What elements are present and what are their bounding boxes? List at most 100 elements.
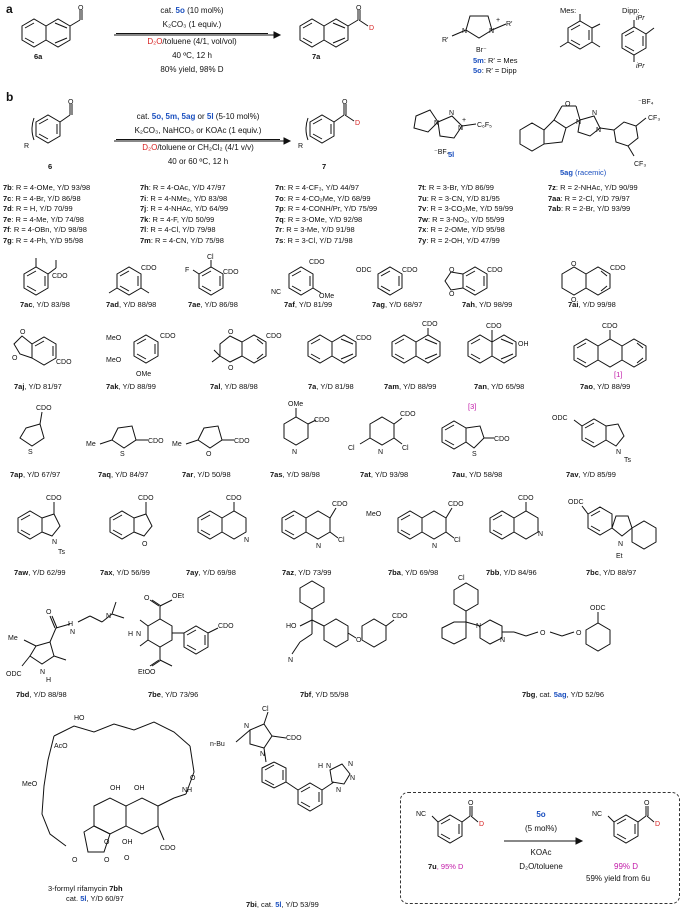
panel-a-label: a bbox=[6, 2, 13, 16]
mes-label: Mes: bbox=[560, 6, 577, 15]
svg-text:Cl: Cl bbox=[454, 537, 461, 544]
svg-text:R′: R′ bbox=[506, 21, 513, 28]
svg-text:CDO: CDO bbox=[494, 436, 510, 443]
svg-text:N: N bbox=[288, 657, 293, 664]
svg-text:iPr: iPr bbox=[636, 63, 645, 70]
r-list-item: 7r: R = 3-Me, Y/D 91/98 bbox=[275, 225, 355, 235]
svg-text:O: O bbox=[644, 800, 650, 807]
svg-text:Cl: Cl bbox=[338, 537, 345, 544]
svg-text:OMe: OMe bbox=[136, 371, 151, 378]
svg-text:OH: OH bbox=[134, 785, 145, 792]
svg-text:CDO: CDO bbox=[400, 411, 416, 418]
r-list-item: 7o: R = 4-CO₂Me, Y/D 68/99 bbox=[275, 193, 371, 203]
r-list-item: 7s: R = 3-Cl, Y/D 71/98 bbox=[275, 235, 353, 245]
r-list-item: 7q: R = 3-OMe, Y/D 92/98 bbox=[275, 214, 363, 224]
svg-text:O: O bbox=[576, 630, 582, 637]
svg-text:N: N bbox=[458, 125, 463, 132]
svg-text:O: O bbox=[228, 365, 234, 372]
svg-text:N: N bbox=[618, 541, 623, 548]
svg-text:N: N bbox=[336, 787, 341, 794]
bf4-text-5ag: ⁻BF₄ bbox=[638, 99, 654, 106]
note-7au: [3] bbox=[468, 402, 477, 411]
svg-text:CDO: CDO bbox=[286, 735, 302, 742]
svg-text:R: R bbox=[24, 143, 29, 150]
svg-text:O: O bbox=[356, 5, 362, 12]
structure-7aq: S Me CDO bbox=[86, 425, 164, 458]
label-7bi: 7bi, cat. 5l, Y/D 53/99 bbox=[246, 900, 319, 909]
svg-text:Me: Me bbox=[8, 635, 18, 642]
deutero-benzaldehyde-7: ODR bbox=[298, 99, 360, 150]
compound-6-label: 6 bbox=[48, 162, 53, 171]
label-7as: 7as, Y/D 98/98 bbox=[270, 470, 320, 479]
svg-text:CDO: CDO bbox=[602, 323, 618, 330]
svg-text:CDO: CDO bbox=[610, 265, 626, 272]
mesityl-group bbox=[559, 14, 601, 50]
panel-b-conditions: cat. 5o, 5m, 5ag or 5l (5-10 mol%) K₂CO₃… bbox=[112, 110, 284, 169]
r-list-item: 7d: R = H, Y/D 70/99 bbox=[3, 204, 73, 214]
r-list-item: 7x: R = 2-OMe, Y/D 95/98 bbox=[418, 225, 505, 235]
svg-text:OMe: OMe bbox=[319, 293, 334, 300]
svg-text:S: S bbox=[120, 451, 125, 458]
svg-text:N: N bbox=[106, 613, 111, 620]
note-7ao: [1] bbox=[614, 370, 623, 379]
box-yield: 59% yield from 6u bbox=[586, 874, 651, 883]
svg-text:ODC: ODC bbox=[552, 415, 568, 422]
svg-text:N: N bbox=[434, 120, 439, 127]
svg-text:MeO: MeO bbox=[106, 357, 122, 364]
box-conditions-2: KOAc D₂O/toluene bbox=[519, 848, 563, 871]
svg-text:CDO: CDO bbox=[148, 438, 164, 445]
label-7ak: 7ak, Y/D 88/99 bbox=[106, 382, 156, 391]
svg-text:CDO: CDO bbox=[234, 438, 250, 445]
svg-text:CDO: CDO bbox=[486, 323, 502, 330]
svg-text:O: O bbox=[449, 291, 455, 298]
svg-text:O: O bbox=[228, 329, 234, 336]
cat-5o-desc: 5o: R′ = Dipp bbox=[473, 66, 517, 75]
label-7au: 7au, Y/D 58/98 bbox=[452, 470, 503, 479]
deuteration-control-box bbox=[400, 792, 680, 904]
label-7aw: 7aw, Y/D 62/99 bbox=[14, 568, 66, 577]
svg-text:O: O bbox=[72, 857, 78, 864]
svg-text:N: N bbox=[592, 110, 597, 117]
svg-text:S: S bbox=[28, 449, 33, 456]
label-7al: 7al, Y/D 88/98 bbox=[210, 382, 258, 391]
svg-text:n-Bu: n-Bu bbox=[210, 741, 225, 748]
svg-text:N: N bbox=[596, 127, 601, 134]
svg-text:O: O bbox=[565, 101, 571, 108]
r-list-item: 7m: R = 4-CN, Y/D 75/98 bbox=[140, 235, 224, 245]
svg-text:H: H bbox=[68, 621, 73, 628]
svg-text:Me: Me bbox=[86, 441, 96, 448]
r-list-item: 7h: R = 4-OAc, Y/D 47/97 bbox=[140, 183, 226, 192]
label-7ag: 7ag, Y/D 68/97 bbox=[372, 300, 423, 309]
catalyst-5l: NNN + C₆F₅ ⁻BF₄ bbox=[413, 109, 492, 156]
svg-text:O: O bbox=[78, 5, 84, 12]
svg-text:Cl: Cl bbox=[207, 254, 214, 261]
svg-text:CDO: CDO bbox=[518, 495, 534, 502]
label-7bh-yield: cat. 5l, Y/D 60/97 bbox=[66, 894, 124, 903]
r-list-item: 7b: R = 4-OMe, Y/D 93/98 bbox=[3, 183, 91, 192]
structure-7a-row: CDO bbox=[307, 334, 372, 364]
svg-text:MeO: MeO bbox=[22, 781, 38, 788]
label-7bh: 3-formyl rifamycin 7bh bbox=[48, 884, 123, 893]
svg-text:CDO: CDO bbox=[309, 259, 325, 266]
svg-text:N: N bbox=[476, 623, 481, 630]
svg-text:O: O bbox=[571, 297, 577, 304]
svg-text:D: D bbox=[355, 120, 360, 127]
svg-text:CDO: CDO bbox=[138, 495, 154, 502]
structure-7ac: CDO bbox=[23, 258, 68, 296]
r-list-item: 7k: R = 4-F, Y/D 50/99 bbox=[140, 214, 215, 224]
svg-text:N: N bbox=[244, 723, 249, 730]
svg-text:NH: NH bbox=[182, 787, 192, 794]
svg-text:MeO: MeO bbox=[366, 511, 382, 518]
svg-text:EtO: EtO bbox=[138, 669, 151, 676]
svg-text:N: N bbox=[348, 761, 353, 768]
